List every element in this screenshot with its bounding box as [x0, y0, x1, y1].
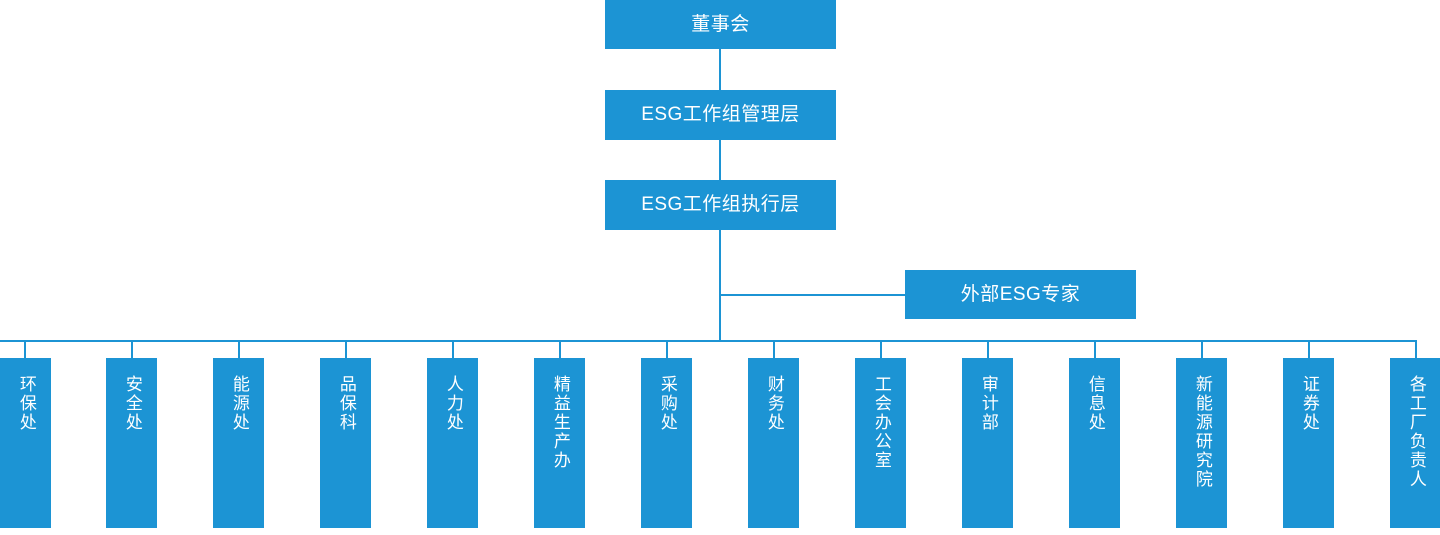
- node-dept-lean-label: 精益生产办: [550, 375, 570, 470]
- node-dept-plant-heads-label: 各工厂负责人: [1406, 375, 1426, 489]
- node-dept-quality-label: 品保科: [336, 375, 356, 432]
- node-external-esg-expert-label: 外部ESG专家: [960, 283, 1081, 305]
- node-dept-plant-heads[interactable]: 各工厂负责人: [1390, 358, 1440, 528]
- node-dept-securities[interactable]: 证券处: [1283, 358, 1334, 528]
- connector-drop-dept-2: [131, 340, 133, 358]
- connector-board-to-management: [719, 49, 721, 90]
- node-dept-hr[interactable]: 人力处: [427, 358, 478, 528]
- connector-drop-dept-4: [345, 340, 347, 358]
- connector-drop-dept-14: [1415, 340, 1417, 358]
- node-dept-procurement[interactable]: 采购处: [641, 358, 692, 528]
- connector-department-bus: [0, 340, 1416, 342]
- node-dept-it[interactable]: 信息处: [1069, 358, 1120, 528]
- connector-drop-dept-6: [559, 340, 561, 358]
- node-dept-safety-label: 安全处: [122, 375, 142, 432]
- connector-drop-dept-8: [773, 340, 775, 358]
- node-dept-quality[interactable]: 品保科: [320, 358, 371, 528]
- connector-execution-to-advisor: [719, 294, 905, 296]
- connector-drop-dept-1: [24, 340, 26, 358]
- node-dept-lean[interactable]: 精益生产办: [534, 358, 585, 528]
- node-dept-union-office[interactable]: 工会办公室: [855, 358, 906, 528]
- connector-drop-dept-9: [880, 340, 882, 358]
- node-dept-environment[interactable]: 环保处: [0, 358, 51, 528]
- node-esg-management[interactable]: ESG工作组管理层: [605, 90, 836, 140]
- node-board[interactable]: 董事会: [605, 0, 836, 49]
- node-esg-execution[interactable]: ESG工作组执行层: [605, 180, 836, 230]
- node-dept-finance[interactable]: 财务处: [748, 358, 799, 528]
- connector-drop-dept-7: [666, 340, 668, 358]
- node-dept-energy[interactable]: 能源处: [213, 358, 264, 528]
- connector-drop-dept-5: [452, 340, 454, 358]
- node-dept-finance-label: 财务处: [764, 375, 784, 432]
- node-dept-environment-label: 环保处: [16, 375, 36, 432]
- node-dept-union-office-label: 工会办公室: [871, 375, 891, 470]
- connector-drop-dept-10: [987, 340, 989, 358]
- node-dept-audit-label: 审计部: [978, 375, 998, 432]
- node-board-label: 董事会: [691, 13, 750, 35]
- connector-drop-dept-13: [1308, 340, 1310, 358]
- node-dept-hr-label: 人力处: [443, 375, 463, 432]
- connector-management-to-execution: [719, 140, 721, 180]
- node-dept-procurement-label: 采购处: [657, 375, 677, 432]
- connector-execution-trunk: [719, 230, 721, 342]
- node-dept-energy-label: 能源处: [229, 375, 249, 432]
- node-dept-it-label: 信息处: [1085, 375, 1105, 432]
- node-external-esg-expert[interactable]: 外部ESG专家: [905, 270, 1136, 319]
- node-esg-management-label: ESG工作组管理层: [641, 104, 800, 126]
- node-dept-new-energy-label: 新能源研究院: [1192, 375, 1212, 489]
- connector-drop-dept-11: [1094, 340, 1096, 358]
- node-dept-securities-label: 证券处: [1299, 375, 1319, 432]
- connector-drop-dept-3: [238, 340, 240, 358]
- node-dept-audit[interactable]: 审计部: [962, 358, 1013, 528]
- node-esg-execution-label: ESG工作组执行层: [641, 194, 800, 216]
- node-dept-new-energy[interactable]: 新能源研究院: [1176, 358, 1227, 528]
- node-dept-safety[interactable]: 安全处: [106, 358, 157, 528]
- connector-drop-dept-12: [1201, 340, 1203, 358]
